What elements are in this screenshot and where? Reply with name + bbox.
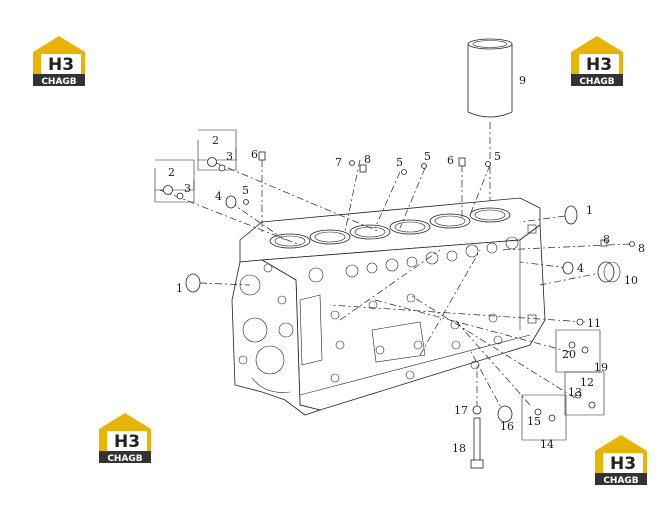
washer-part — [176, 192, 184, 200]
callout-10: 10 — [624, 274, 638, 287]
logo-wordmark: CHAGB — [107, 454, 142, 464]
callout-7: 7 — [335, 156, 342, 169]
brand-logo-bottom-right: H3 CHAGB — [595, 435, 647, 486]
dowel-pin — [458, 157, 466, 167]
callout-4-left: 4 — [215, 190, 222, 203]
callout-14: 14 — [540, 438, 554, 451]
callout-5-d: 5 — [494, 150, 501, 163]
camshaft-bushing — [597, 261, 615, 283]
group-bracket — [155, 159, 195, 191]
callout-8-right-b: 8 — [638, 242, 645, 255]
callout-13: 13 — [568, 386, 582, 399]
callout-2-upper: 2 — [212, 134, 219, 147]
plug-part — [163, 185, 173, 195]
callout-5-b: 5 — [396, 156, 403, 169]
logo-wordmark: CHAGB — [579, 77, 614, 87]
callout-2-lower: 2 — [168, 166, 175, 179]
callout-16: 16 — [500, 420, 514, 433]
callout-5-a: 5 — [242, 184, 249, 197]
logo-mark: H3 — [114, 432, 140, 452]
callout-3-lower: 3 — [184, 182, 191, 195]
callout-6-left: 6 — [251, 148, 258, 161]
callout-12: 12 — [580, 376, 594, 389]
screw-plug — [359, 164, 367, 173]
brand-logo-bottom-left: H3 CHAGB — [99, 413, 151, 464]
callout-19: 19 — [594, 361, 608, 374]
logo-mark: H3 — [586, 55, 612, 75]
callout-8-right-a: 8 — [603, 233, 610, 246]
callout-5-c: 5 — [424, 150, 431, 163]
callout-1-right: 1 — [586, 204, 593, 217]
group-bracket — [198, 129, 237, 161]
callout-15: 15 — [527, 415, 541, 428]
callout-20: 20 — [562, 348, 576, 361]
washer-part — [218, 164, 226, 172]
expansion-plug — [185, 273, 201, 293]
callout-18: 18 — [452, 442, 466, 455]
callout-4-right: 4 — [577, 262, 584, 275]
cup-plug-part — [225, 195, 237, 209]
callout-17: 17 — [454, 404, 468, 417]
callout-1-left: 1 — [176, 282, 183, 295]
callout-11: 11 — [587, 317, 601, 330]
brand-logo-top-left: H3 CHAGB — [33, 36, 85, 87]
block-front-face — [231, 259, 322, 416]
callout-9: 9 — [519, 74, 526, 87]
group-bracket — [521, 394, 567, 441]
ball-plug — [349, 160, 355, 166]
nozzle-seal — [472, 405, 482, 415]
bolt-part — [473, 417, 481, 464]
expansion-plug — [564, 205, 578, 225]
group-bracket — [564, 371, 605, 416]
callout-3-upper: 3 — [226, 150, 233, 163]
brand-logo-top-right: H3 CHAGB — [571, 36, 623, 87]
engine-block — [231, 197, 546, 416]
plug-part — [207, 157, 217, 167]
logo-wordmark: CHAGB — [41, 77, 76, 87]
callout-6-right: 6 — [447, 154, 454, 167]
cylinder-liner — [467, 38, 513, 118]
logo-mark: H3 — [610, 454, 636, 474]
dowel-pin — [258, 151, 266, 161]
callout-8-top: 8 — [364, 153, 371, 166]
logo-wordmark: CHAGB — [603, 476, 638, 486]
cup-plug-part — [497, 405, 513, 423]
logo-mark: H3 — [48, 55, 74, 75]
